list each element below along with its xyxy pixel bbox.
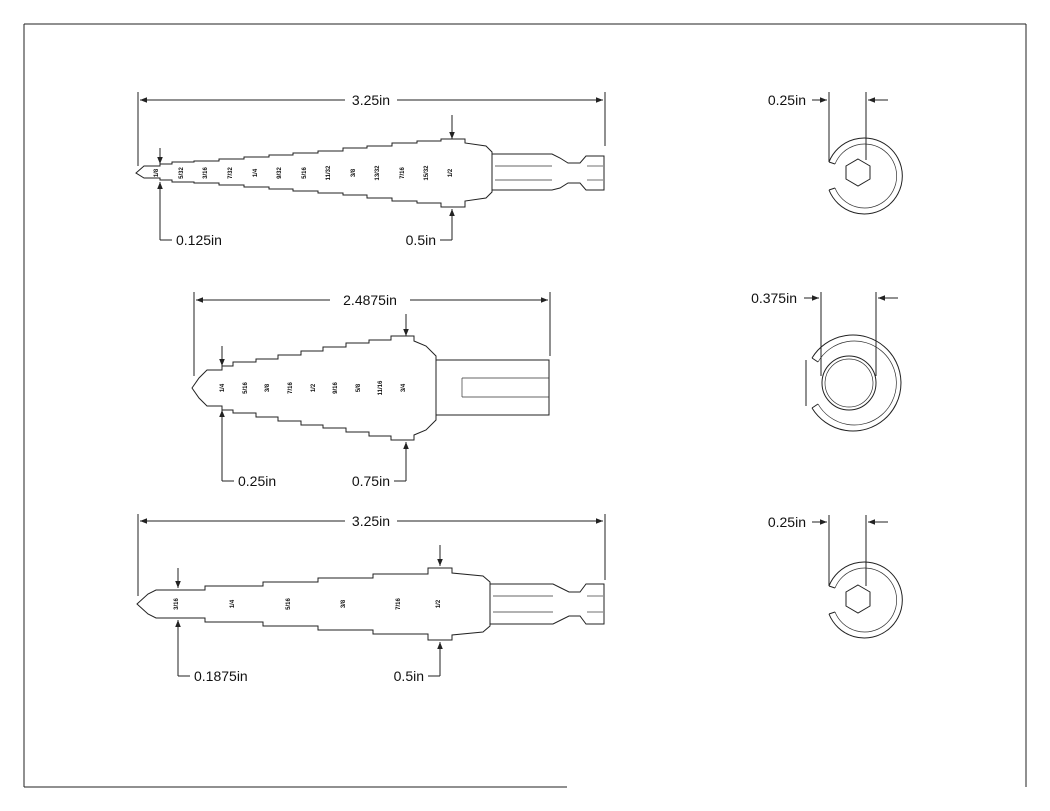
bit-3-side-view: 3/16 1/4 5/16 3/8 7/16 1/2 3.25in 0.1875… xyxy=(136,513,606,684)
bit-2-side-view: 1/4 5/16 3/8 7/16 1/2 9/16 5/8 11/16 3/4… xyxy=(191,292,551,489)
bit-1-step-label: 1/8 xyxy=(154,168,160,177)
bit-2-step-label: 3/8 xyxy=(265,383,271,392)
bit-3-shank-value: 0.25in xyxy=(768,514,806,530)
bit-1-side-view: 1/8 5/32 3/16 7/32 1/4 9/32 5/16 11/32 3… xyxy=(135,92,606,248)
bit-1-step-label: 5/32 xyxy=(179,167,185,179)
drawing-border xyxy=(23,23,1027,788)
bit-3-step-label: 1/4 xyxy=(230,599,236,608)
bit-2-step-label: 5/16 xyxy=(243,382,249,394)
bit-1-max-value: 0.5in xyxy=(406,232,436,248)
bit-3-step-label: 7/16 xyxy=(396,598,402,610)
bit-2-max-value: 0.75in xyxy=(352,473,390,489)
bit-1-step-label: 9/32 xyxy=(277,167,283,179)
bit-2-step-label: 9/16 xyxy=(333,382,339,394)
bit-3-max-dimension: 0.5in xyxy=(394,545,443,684)
bit-3-step-label: 3/16 xyxy=(174,598,180,610)
bit-1-body xyxy=(135,138,605,208)
bit-1-max-dimension: 0.5in xyxy=(406,115,455,248)
bit-2-step-label: 1/4 xyxy=(220,383,226,392)
bit-1-step-label: 7/32 xyxy=(228,167,234,179)
bit-2-end-view: 0.375in xyxy=(751,290,902,432)
bit-2-length-value: 2.4875in xyxy=(343,292,397,308)
bit-1-step-label: 5/16 xyxy=(302,167,308,179)
bit-2-length-dimension: 2.4875in xyxy=(193,292,551,376)
bit-2-step-labels: 1/4 5/16 3/8 7/16 1/2 9/16 5/8 11/16 3/4 xyxy=(220,380,407,395)
bit-2-step-label: 11/16 xyxy=(378,380,384,395)
bit-3-tip-value: 0.1875in xyxy=(194,668,248,684)
bit-1-step-labels: 1/8 5/32 3/16 7/32 1/4 9/32 5/16 11/32 3… xyxy=(154,165,454,181)
bit-3-tip-dimension: 0.1875in xyxy=(175,568,248,684)
bit-2-step-label: 1/2 xyxy=(311,383,317,392)
bit-1-step-label: 3/16 xyxy=(203,167,209,179)
bit-1-tip-value: 0.125in xyxy=(176,232,222,248)
bit-1-end-view: 0.25in xyxy=(768,92,903,215)
bit-3-step-label: 1/2 xyxy=(436,599,442,608)
bit-2-shank-value: 0.375in xyxy=(751,290,797,306)
bit-1-tip-dimension: 0.125in xyxy=(157,148,222,248)
bit-3-max-value: 0.5in xyxy=(394,668,424,684)
bit-2-step-label: 3/4 xyxy=(401,383,407,392)
bit-1-shank-value: 0.25in xyxy=(768,92,806,108)
bit-1-step-label: 13/32 xyxy=(375,165,381,181)
bit-3-step-label: 5/16 xyxy=(286,598,292,610)
bit-3-body xyxy=(136,567,605,641)
bit-2-max-dimension: 0.75in xyxy=(352,314,409,489)
bit-3-length-value: 3.25in xyxy=(352,513,390,529)
bit-2-tip-value: 0.25in xyxy=(238,473,276,489)
bit-3-step-label: 3/8 xyxy=(341,599,347,608)
bit-1-length-value: 3.25in xyxy=(352,92,390,108)
bit-2-step-label: 5/8 xyxy=(356,383,362,392)
bit-2-body xyxy=(191,335,550,441)
bit-1-step-label: 1/2 xyxy=(448,168,454,177)
bit-3-length-dimension: 3.25in xyxy=(137,513,606,596)
bit-1-step-label: 3/8 xyxy=(351,168,357,177)
bit-1-length-dimension: 3.25in xyxy=(137,92,606,166)
bit-3-step-labels: 3/16 1/4 5/16 3/8 7/16 1/2 xyxy=(174,598,442,610)
bit-2-step-label: 7/16 xyxy=(288,382,294,394)
bit-3-end-view: 0.25in xyxy=(768,514,903,639)
bit-2-tip-dimension: 0.25in xyxy=(219,346,276,489)
bit-1-step-label: 1/4 xyxy=(253,168,259,177)
bit-1-step-label: 11/32 xyxy=(326,165,332,180)
bit-1-step-label: 7/16 xyxy=(400,167,406,179)
bit-1-step-label: 15/32 xyxy=(424,165,430,181)
